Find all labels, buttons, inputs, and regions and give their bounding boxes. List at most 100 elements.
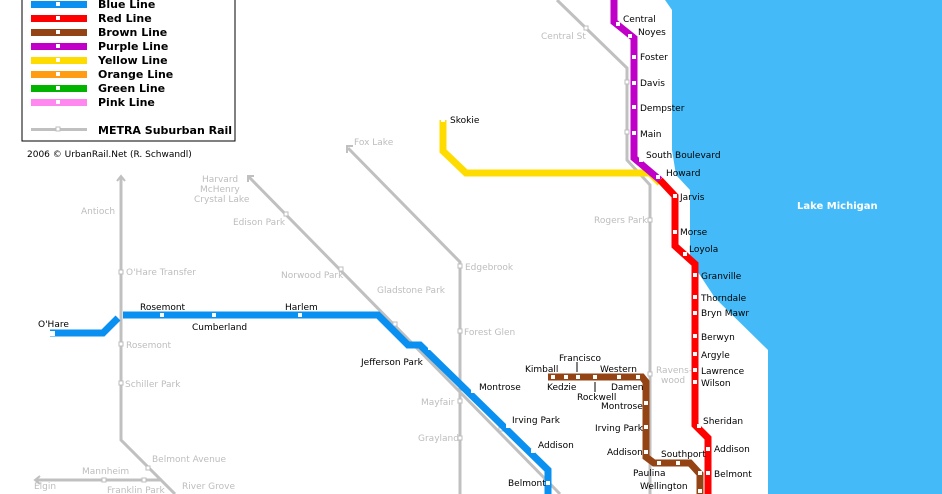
metra-line-fox-lake: [346, 146, 462, 494]
station-label: O'Hare: [38, 320, 69, 330]
station-label: Thorndale: [700, 294, 747, 304]
station-label: Rosemont: [140, 303, 186, 313]
station-label: Loyola: [689, 245, 718, 255]
arrow-icon: [116, 174, 126, 182]
station-label: Irving Park: [512, 416, 561, 426]
metra-station-label: Harvard: [202, 175, 238, 185]
copyright: 2006 © UrbanRail.Net (R. Schwandl): [27, 150, 192, 160]
legend-label: Purple Line: [98, 40, 168, 53]
station-label: Bryn Mawr: [701, 309, 749, 319]
station-label: Southport: [661, 450, 706, 460]
metra-station-label: Schiller Park: [125, 380, 181, 390]
station-label: Rockwell: [577, 393, 616, 403]
station-label: Howard: [666, 169, 700, 179]
station-label: Noyes: [638, 28, 666, 38]
station-label: Granville: [701, 272, 742, 282]
metra-station-label: Franklin Park: [107, 486, 165, 494]
metra-station-label: Central St: [541, 32, 586, 42]
legend-label: Orange Line: [98, 68, 173, 81]
metra-station-label: wood: [661, 376, 685, 386]
legend-label: Brown Line: [98, 26, 167, 39]
station-label: Wilson: [701, 379, 731, 389]
station-label: Kedzie: [547, 383, 577, 393]
metra-line-antioch: [119, 177, 177, 494]
blue-line: [50, 315, 121, 337]
station-label: Morse: [680, 228, 708, 238]
label-ticks: [576, 362, 596, 392]
metra-labels: Central St Rogers Park Ravens- wood Fox …: [34, 32, 692, 494]
station-label: Main: [640, 130, 662, 140]
metra-station-label: Elgin: [34, 482, 56, 492]
station-label: Francisco: [559, 354, 602, 364]
arrow-icon: [247, 175, 254, 182]
legend-swatches: [31, 1, 87, 132]
legend-label: Green Line: [98, 82, 165, 95]
metra-station-label: Fox Lake: [354, 138, 394, 148]
brown-line-labels: Kimball Kedzie Francisco Rockwell Wester…: [525, 354, 706, 492]
arrow-icon: [33, 475, 41, 485]
metra-station-label: Rosemont: [126, 341, 172, 351]
station-label: Berwyn: [701, 333, 735, 343]
station-label: Irving Park: [595, 424, 644, 434]
station-label: Belmont: [714, 470, 752, 480]
metra-station-label: Edison Park: [233, 218, 286, 228]
metra-station-label: Grayland: [418, 434, 459, 444]
metra-arrows: [33, 145, 353, 485]
blue-line-main: [123, 311, 552, 494]
metra-station-label: McHenry: [200, 185, 240, 195]
station-label: Montrose: [601, 402, 643, 412]
station-label: South Boulevard: [646, 151, 721, 161]
station-markers: [50, 22, 710, 493]
metra-line-north: [555, 0, 652, 494]
legend-label: METRA Suburban Rail: [98, 124, 232, 137]
station-label: Lawrence: [701, 367, 745, 377]
metra-station-label: Forest Glen: [464, 328, 515, 338]
metra-line-harvard: [247, 175, 562, 494]
red-line-labels: Jarvis Morse Loyola Granville Thorndale …: [679, 193, 752, 480]
station-label: Kimball: [525, 365, 558, 375]
station-label: Argyle: [701, 351, 730, 361]
metra-station-label: O'Hare Transfer: [126, 268, 196, 278]
station-label: Western: [600, 365, 637, 375]
blue-line-labels: O'Hare Rosemont Cumberland Harlem Jeffer…: [38, 303, 574, 489]
station-label: Paulina: [633, 469, 665, 479]
station-label: Skokie: [450, 116, 480, 126]
station-label: Addison: [714, 445, 750, 455]
station-label: Harlem: [285, 303, 318, 313]
legend-label: Yellow Line: [97, 54, 168, 67]
brown-line: [548, 373, 704, 494]
lake-label: Lake Michigan: [797, 201, 878, 212]
station-label: Addison: [538, 441, 574, 451]
station-label: Jarvis: [679, 193, 705, 203]
station-label: Davis: [640, 79, 665, 89]
station-label: Central: [623, 15, 656, 25]
station-label: Addison: [607, 448, 643, 458]
lake-michigan: [665, 0, 942, 494]
station-label: Belmont: [508, 479, 546, 489]
legend-label: Blue Line: [98, 0, 155, 11]
station-label: Sheridan: [703, 417, 743, 427]
station-label: Damen: [611, 383, 643, 393]
metra-lines: [36, 0, 652, 494]
metra-station-label: Crystal Lake: [194, 195, 250, 205]
purple-line-labels: Central Noyes Foster Davis Dempster Main…: [623, 15, 721, 179]
station-label: Cumberland: [192, 323, 247, 333]
station-label: Jefferson Park: [360, 358, 424, 368]
station-label: Dempster: [640, 104, 685, 114]
metra-station-label: Edgebrook: [465, 263, 514, 273]
metra-station-label: Mayfair: [421, 398, 455, 408]
purple-line: [610, 0, 663, 183]
metra-station-label: Antioch: [81, 207, 115, 217]
metra-station-label: Ravens-: [656, 366, 692, 376]
station-label: Wellington: [640, 482, 688, 492]
metra-station-label: Belmont Avenue: [152, 455, 226, 465]
metra-station-label: Norwood Park: [281, 271, 344, 281]
metra-station-label: River Grove: [182, 482, 235, 492]
legend: Blue Line Red Line Brown Line Purple Lin…: [21, 0, 236, 142]
arrow-icon: [346, 145, 353, 153]
station-label: Foster: [640, 53, 668, 63]
metra-station-label: Rogers Park: [594, 216, 648, 226]
station-label: Montrose: [479, 383, 521, 393]
metra-station-label: Gladstone Park: [377, 286, 446, 296]
